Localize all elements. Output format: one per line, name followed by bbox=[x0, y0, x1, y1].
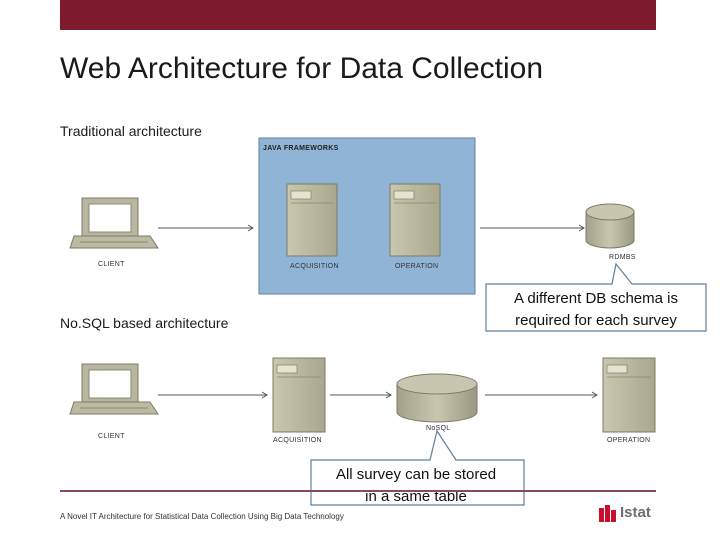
traditional-db-label: RDMBS bbox=[609, 254, 636, 261]
schema-callout: A different DB schema is required for ea… bbox=[485, 262, 707, 332]
page-title: Web Architecture for Data Collection bbox=[60, 52, 544, 85]
client-computer-icon bbox=[69, 197, 159, 249]
schema-callout-line2: required for each survey bbox=[515, 312, 677, 329]
footer-divider bbox=[60, 490, 656, 492]
nosql-section-label: No.SQL based architecture bbox=[60, 315, 229, 331]
traditional-operation-server: OPERATION bbox=[389, 183, 441, 270]
table-callout-line1: All survey can be stored bbox=[336, 466, 496, 483]
nosql-operation-label: OPERATION bbox=[607, 437, 650, 444]
operation-server-icon bbox=[602, 357, 656, 433]
istat-logo: Istat bbox=[598, 504, 660, 524]
java-frameworks-label: JAVA FRAMEWORKS bbox=[263, 145, 339, 152]
footer-text: A Novel IT Architecture for Statistical … bbox=[60, 512, 344, 521]
table-callout-line2: in a same table bbox=[365, 488, 467, 505]
nosql-client: CLIENT bbox=[69, 363, 159, 440]
nosql-acquisition-label: ACQUISITION bbox=[273, 437, 322, 444]
nosql-operation-server: OPERATION bbox=[602, 357, 656, 444]
nosql-database-icon bbox=[396, 373, 478, 423]
traditional-db: RDMBS bbox=[585, 203, 636, 261]
traditional-acquisition-server: ACQUISITION bbox=[286, 183, 339, 270]
traditional-section-label: Traditional architecture bbox=[60, 123, 202, 139]
istat-logo-icon bbox=[599, 505, 616, 522]
client-computer-icon bbox=[69, 363, 159, 415]
traditional-acquisition-label: ACQUISITION bbox=[290, 263, 339, 270]
traditional-operation-label: OPERATION bbox=[395, 263, 438, 270]
nosql-acquisition-server: ACQUISITION bbox=[272, 357, 326, 444]
istat-logo-text: Istat bbox=[620, 504, 651, 521]
traditional-client: CLIENT bbox=[69, 197, 159, 268]
top-accent-bar bbox=[60, 0, 656, 30]
nosql-db-label: NoSQL bbox=[426, 425, 450, 432]
operation-server-icon bbox=[389, 183, 441, 257]
table-callout: All survey can be stored in a same table bbox=[310, 429, 525, 506]
schema-callout-line1: A different DB schema is bbox=[514, 290, 678, 307]
acquisition-server-icon bbox=[286, 183, 338, 257]
traditional-client-label: CLIENT bbox=[98, 261, 125, 268]
nosql-db: NoSQL bbox=[396, 373, 478, 432]
acquisition-server-icon bbox=[272, 357, 326, 433]
rdbms-database-icon bbox=[585, 203, 635, 249]
nosql-client-label: CLIENT bbox=[98, 433, 125, 440]
